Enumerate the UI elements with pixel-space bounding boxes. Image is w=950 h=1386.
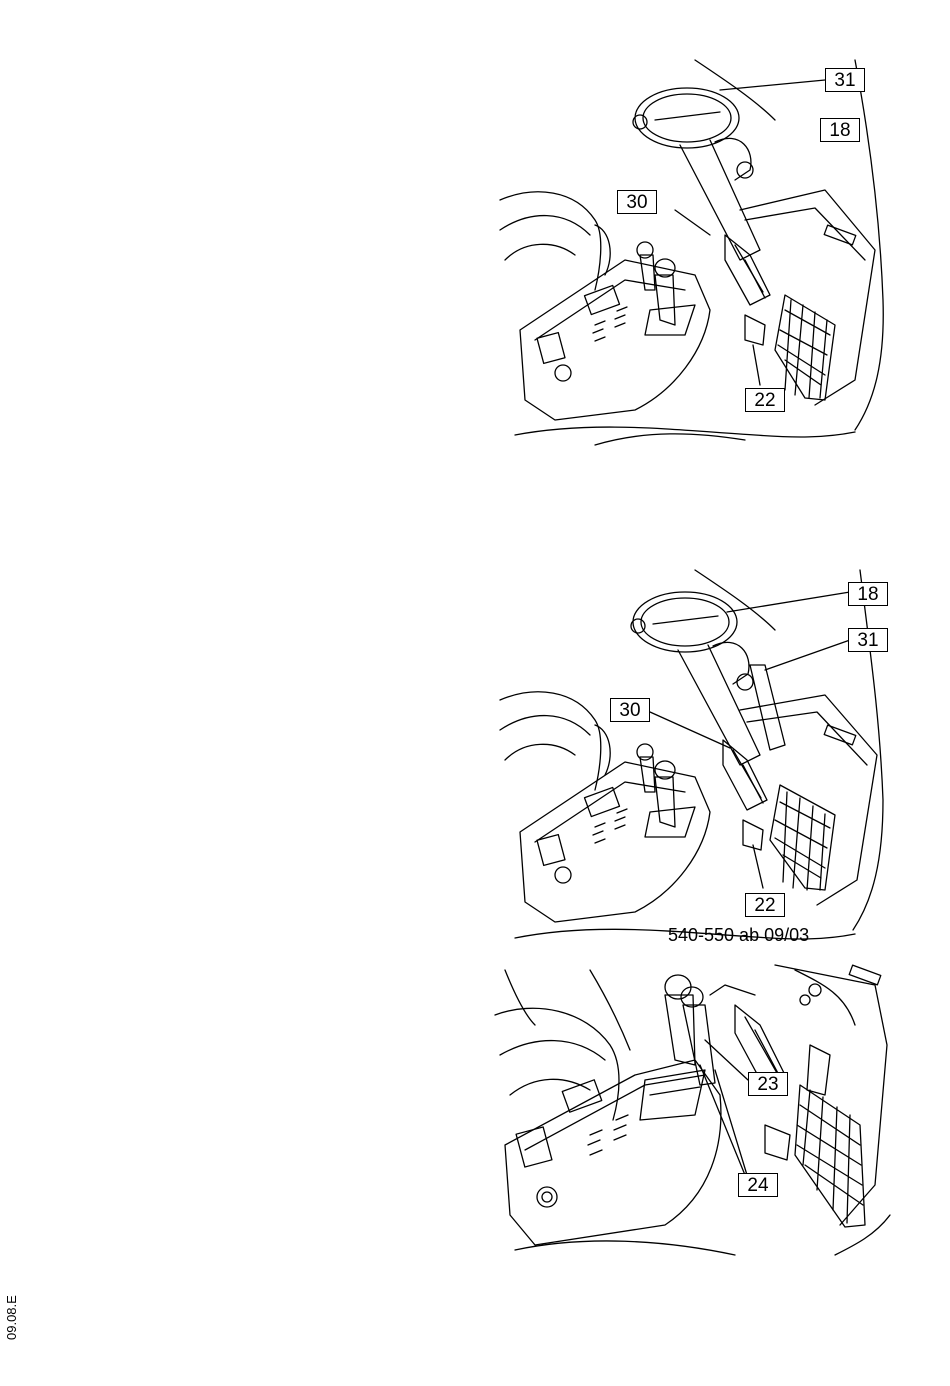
callout-18: 18 (820, 118, 860, 142)
cab-illustration (495, 570, 895, 950)
callout-23: 23 (748, 1072, 788, 1096)
callout-30: 30 (610, 698, 650, 722)
callout-31: 31 (848, 628, 888, 652)
figure-cab-middle: 18 31 30 22 540-550 ab 09/03 (495, 570, 895, 950)
callout-31: 31 (825, 68, 865, 92)
callout-30: 30 (617, 190, 657, 214)
joystick-illustration (495, 965, 895, 1265)
figure-cab-top: 31 18 30 22 (495, 60, 895, 445)
callout-22: 22 (745, 893, 785, 917)
figure-caption: 540-550 ab 09/03 (668, 925, 809, 946)
callout-18: 18 (848, 582, 888, 606)
page-reference: 09.08.E (4, 1320, 24, 1340)
callout-22: 22 (745, 388, 785, 412)
figure-cab-bottom: 23 24 (495, 965, 895, 1265)
callout-24: 24 (738, 1173, 778, 1197)
